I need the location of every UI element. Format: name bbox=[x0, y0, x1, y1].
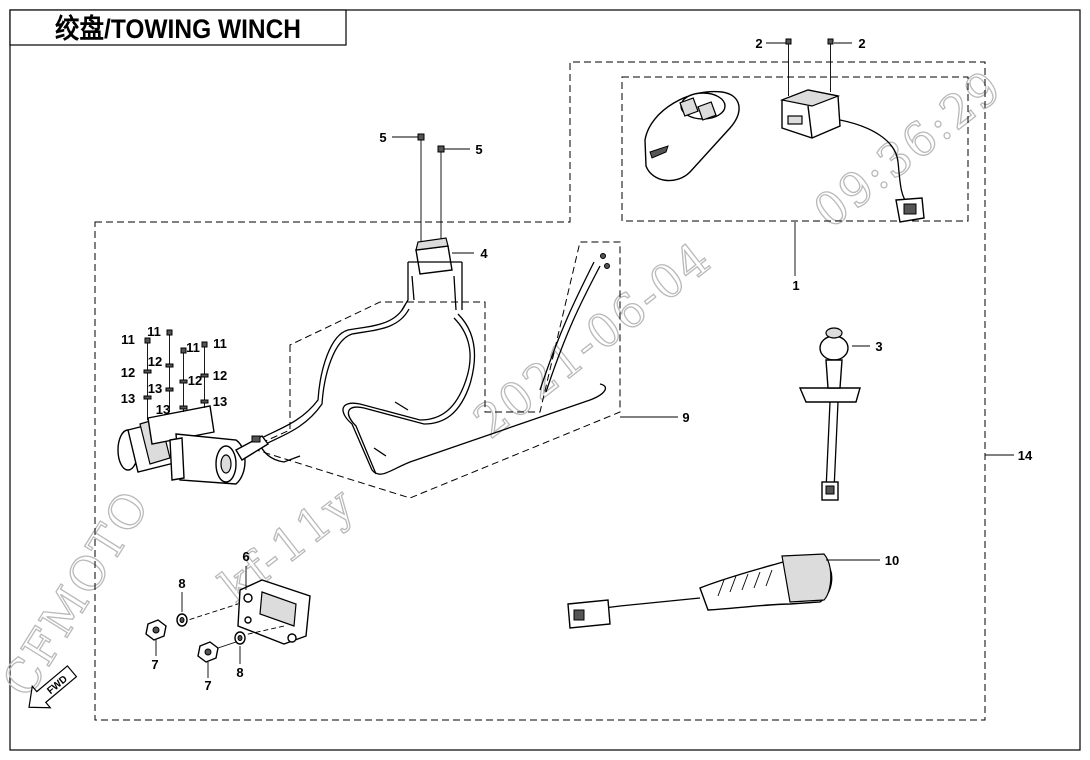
callout-9: 9 bbox=[682, 410, 689, 425]
bolt-5-left bbox=[417, 133, 425, 246]
callout-labels: 1 2 2 3 4 5 5 6 7 7 8 8 9 10 11 11 11 11… bbox=[121, 36, 1033, 693]
fastener-stack bbox=[143, 329, 209, 420]
callout-4: 4 bbox=[480, 246, 488, 261]
wiring-harness bbox=[257, 253, 610, 475]
winch-assembly bbox=[117, 405, 270, 485]
callout-1: 1 bbox=[792, 278, 799, 293]
callout-11-c: 11 bbox=[186, 340, 200, 355]
washer-8-right bbox=[234, 631, 246, 645]
watermark-brand: CFMOTO bbox=[0, 480, 160, 706]
callout-7-right: 7 bbox=[204, 678, 211, 693]
callout-11-d: 11 bbox=[213, 336, 227, 351]
bolt-5-right bbox=[437, 145, 445, 246]
washer-8-left bbox=[176, 613, 188, 627]
callout-2-right: 2 bbox=[858, 36, 865, 51]
mounting-plate bbox=[181, 579, 311, 645]
remote-fob bbox=[644, 90, 740, 182]
callout-2-left: 2 bbox=[755, 36, 762, 51]
title-box: 绞盘/TOWING WINCH bbox=[9, 9, 347, 46]
kit-outline-14 bbox=[94, 61, 986, 721]
callout-11-a: 11 bbox=[121, 332, 135, 347]
bolt-2-left bbox=[785, 38, 792, 96]
fwd-direction-badge: FWD bbox=[28, 665, 78, 709]
callout-3: 3 bbox=[875, 339, 882, 354]
callout-13-b: 13 bbox=[148, 381, 162, 396]
callout-13-c: 13 bbox=[156, 402, 170, 417]
callout-8-right: 8 bbox=[236, 665, 243, 680]
callout-5-right: 5 bbox=[475, 142, 482, 157]
callout-12-d: 12 bbox=[213, 368, 227, 383]
callout-6: 6 bbox=[242, 549, 249, 564]
callout-12-c: 12 bbox=[188, 373, 202, 388]
remote-receiver bbox=[779, 89, 925, 223]
bolt-7-right bbox=[197, 641, 237, 663]
bolt-7-left bbox=[145, 619, 167, 641]
callout-11-b: 11 bbox=[147, 324, 161, 339]
page-frame bbox=[9, 9, 1081, 751]
relay-4 bbox=[401, 237, 463, 311]
callout-7-left: 7 bbox=[151, 657, 158, 672]
hand-controller bbox=[567, 553, 833, 629]
callout-10: 10 bbox=[885, 553, 899, 568]
page-title: 绞盘/TOWING WINCH bbox=[55, 13, 301, 44]
callout-14: 14 bbox=[1018, 448, 1033, 463]
leader-lines bbox=[155, 42, 1014, 678]
callout-13-a: 13 bbox=[121, 391, 135, 406]
remote-group-outline bbox=[621, 76, 969, 222]
callout-8-left: 8 bbox=[178, 576, 185, 591]
bolt-2-right bbox=[827, 38, 834, 92]
callout-12-b: 12 bbox=[148, 354, 162, 369]
callout-13-d: 13 bbox=[213, 394, 227, 409]
handlebar-switch bbox=[798, 327, 861, 501]
callout-12-a: 12 bbox=[121, 365, 135, 380]
callout-5-left: 5 bbox=[379, 130, 386, 145]
